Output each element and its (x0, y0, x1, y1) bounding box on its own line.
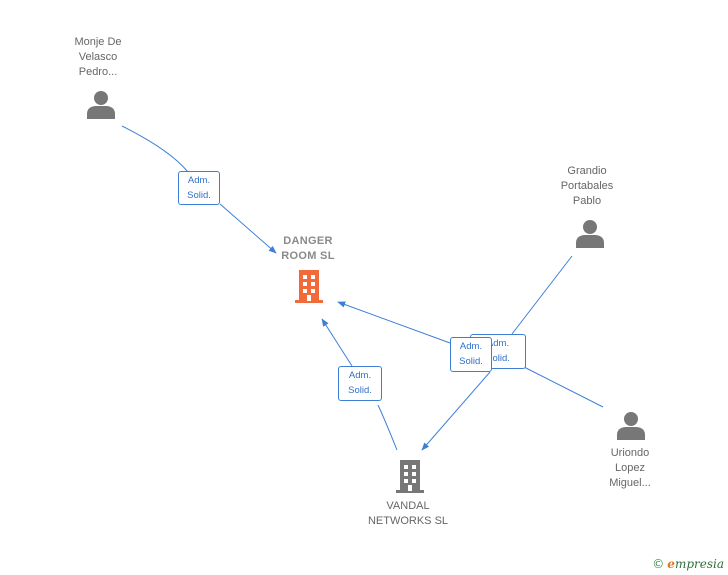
watermark-first-letter: e (667, 557, 675, 571)
edge-label-vandal-center[interactable]: Adm. Solid. (338, 366, 382, 401)
edge-line-grandio-vandal (511, 255, 573, 335)
edge-line-monje-center-2 (219, 203, 277, 254)
edge-line-uriondo-center (337, 301, 451, 344)
node-label-uriondo[interactable]: Uriondo Lopez Miguel... (609, 447, 651, 489)
edge-line-monje-center (121, 125, 189, 173)
edge-label-monje-center[interactable]: Adm. Solid. (178, 171, 220, 205)
copyright-symbol: © (652, 557, 665, 571)
person-icon[interactable] (86, 89, 116, 119)
node-label-center[interactable]: DANGER ROOM SL (281, 235, 335, 262)
node-label-grandio[interactable]: Grandio Portabales Pablo (560, 165, 614, 207)
edge-line-grandio-vandal-2 (421, 371, 491, 451)
edge-label-uriondo-center[interactable]: Adm. Solid. (450, 337, 492, 372)
building-icon[interactable] (394, 458, 426, 494)
watermark-text: mpresia (674, 557, 724, 571)
person-icon[interactable] (575, 218, 605, 248)
node-label-vandal[interactable]: VANDAL NETWORKS SL (367, 500, 449, 527)
node-label-monje[interactable]: Monje De Velasco Pedro... (74, 36, 122, 78)
empresia-watermark: ©empresia (652, 557, 724, 571)
edge-line-vandal-center (377, 404, 398, 451)
edge-line-vandal-center-2 (321, 318, 353, 367)
edge-line-uriondo-vandal (521, 365, 604, 408)
building-icon[interactable] (293, 268, 325, 304)
person-icon[interactable] (616, 410, 646, 440)
